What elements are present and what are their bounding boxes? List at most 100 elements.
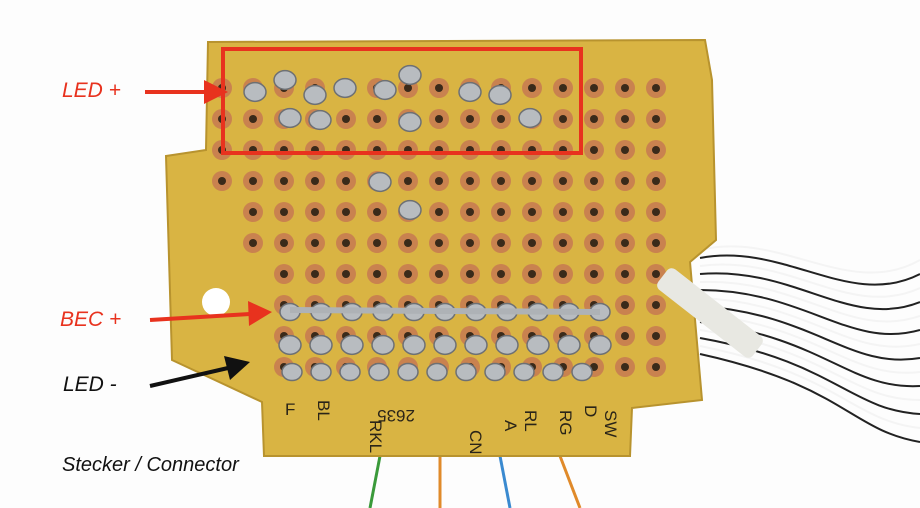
solder-joint bbox=[458, 81, 482, 103]
led-plus-label: LED + bbox=[62, 79, 121, 102]
pad-hole bbox=[280, 208, 288, 216]
wire bbox=[368, 455, 382, 508]
pad-hole bbox=[559, 177, 567, 185]
pad-hole bbox=[497, 239, 505, 247]
solder-joint bbox=[278, 107, 302, 129]
pad-hole bbox=[373, 115, 381, 123]
solder-joint bbox=[243, 81, 267, 103]
arrows bbox=[145, 80, 272, 388]
pad-hole bbox=[404, 177, 412, 185]
mounting-hole bbox=[202, 288, 230, 316]
wire bbox=[699, 272, 920, 311]
pad-hole bbox=[652, 239, 660, 247]
solder-joint bbox=[373, 79, 397, 101]
pad-hole bbox=[590, 208, 598, 216]
solder-joints bbox=[243, 64, 612, 382]
wire bbox=[699, 337, 920, 415]
pad-hole bbox=[559, 208, 567, 216]
pad-hole bbox=[590, 84, 598, 92]
pad-hole bbox=[311, 239, 319, 247]
pad-hole bbox=[466, 177, 474, 185]
pad-hole bbox=[280, 239, 288, 247]
pad-hole bbox=[652, 332, 660, 340]
pad-hole bbox=[373, 270, 381, 278]
wire bbox=[699, 305, 920, 361]
pad-hole bbox=[404, 270, 412, 278]
bec-plus-label: BEC + bbox=[60, 308, 122, 331]
pad-hole bbox=[311, 208, 319, 216]
wire bbox=[699, 289, 920, 336]
wire bbox=[699, 353, 920, 443]
board-marking: BL bbox=[314, 400, 333, 421]
led-plus-highlight-box bbox=[221, 47, 583, 155]
pad-hole bbox=[280, 270, 288, 278]
pad-hole bbox=[249, 115, 257, 123]
board-marking: RL bbox=[521, 410, 540, 432]
pad-hole bbox=[342, 239, 350, 247]
solder-joint bbox=[518, 107, 542, 129]
board-marking: RG bbox=[556, 410, 575, 436]
pad-hole bbox=[404, 84, 412, 92]
solder-joint bbox=[398, 199, 422, 221]
board-marking: CN bbox=[466, 430, 485, 455]
solder-joint bbox=[484, 362, 506, 382]
bec-plus-arrow bbox=[248, 301, 272, 326]
pad-hole bbox=[621, 332, 629, 340]
solder-joint bbox=[402, 334, 426, 356]
pad-hole bbox=[466, 115, 474, 123]
pad-hole bbox=[435, 115, 443, 123]
solder-joint bbox=[371, 334, 395, 356]
solder-joint bbox=[513, 362, 535, 382]
wire bbox=[699, 280, 920, 323]
solder-joint bbox=[542, 362, 564, 382]
pad-hole bbox=[249, 239, 257, 247]
solder-joint bbox=[368, 362, 390, 382]
pad-hole bbox=[342, 208, 350, 216]
pad-hole bbox=[652, 146, 660, 154]
pad-hole bbox=[621, 84, 629, 92]
solder-bus bbox=[289, 307, 601, 315]
pad-hole bbox=[342, 270, 350, 278]
pad-hole bbox=[342, 115, 350, 123]
solder-joint bbox=[398, 111, 422, 133]
wire bbox=[558, 455, 582, 508]
pad-hole bbox=[559, 115, 567, 123]
wire bbox=[699, 254, 920, 286]
solder-joint bbox=[281, 362, 303, 382]
pad-hole bbox=[249, 177, 257, 185]
pad-hole bbox=[590, 270, 598, 278]
solder-joint bbox=[455, 362, 477, 382]
pad-hole bbox=[497, 208, 505, 216]
pad-hole bbox=[497, 270, 505, 278]
solder-joint bbox=[308, 109, 332, 131]
pad-hole bbox=[528, 270, 536, 278]
pad-hole bbox=[621, 239, 629, 247]
pad-hole bbox=[559, 84, 567, 92]
pad-hole bbox=[528, 84, 536, 92]
pad-hole bbox=[621, 270, 629, 278]
solder-joint bbox=[557, 334, 581, 356]
solder-joint bbox=[398, 64, 422, 86]
board-marking: 2635 bbox=[377, 406, 415, 425]
pad-hole bbox=[249, 208, 257, 216]
pad-hole bbox=[311, 177, 319, 185]
solder-joint bbox=[426, 362, 448, 382]
pad-hole bbox=[590, 239, 598, 247]
solder-joint bbox=[310, 362, 332, 382]
solder-joint bbox=[368, 171, 392, 193]
pad-hole bbox=[373, 208, 381, 216]
pad-hole bbox=[466, 208, 474, 216]
pad-hole bbox=[435, 270, 443, 278]
wire bbox=[699, 313, 920, 374]
pad-hole bbox=[311, 270, 319, 278]
pad-hole bbox=[621, 301, 629, 309]
board-marking: RKL bbox=[366, 420, 385, 453]
pad-hole bbox=[652, 270, 660, 278]
pad-hole bbox=[652, 84, 660, 92]
wire bbox=[699, 263, 920, 298]
pad-hole bbox=[435, 239, 443, 247]
pad-hole bbox=[652, 208, 660, 216]
